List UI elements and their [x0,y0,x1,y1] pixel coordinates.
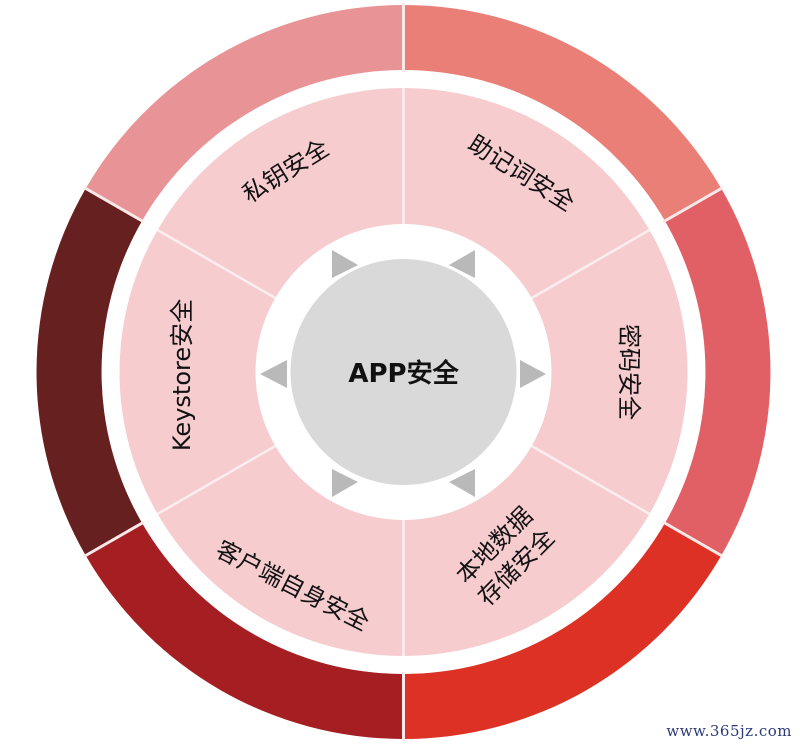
arrow-left-icon [260,360,287,388]
arrow-right-icon [520,360,546,388]
outer-segment-password [665,188,771,556]
segment-label-password: 密码安全 [615,324,643,420]
outer-segment-local-storage [403,523,722,739]
arrow-bottom-right-icon [449,469,475,497]
outer-segment-private-key [85,5,404,221]
arrows [260,250,546,497]
center-circle [290,259,517,485]
outer-segment-mnemonic [403,5,722,221]
outer-segment-client-self [85,523,404,739]
arrow-top-left-icon [332,250,358,278]
watermark: www.365jz.com [666,722,792,740]
outer-ring [36,3,771,741]
arrow-top-right-icon [449,250,475,278]
arrow-bottom-left-icon [332,469,358,497]
outer-segment-keystore [36,188,142,556]
segment-label-keystore: Keystore安全 [168,299,196,451]
outer-dividers [83,3,724,741]
inner-dividers [156,88,651,656]
center-label: APP安全 [348,358,459,389]
